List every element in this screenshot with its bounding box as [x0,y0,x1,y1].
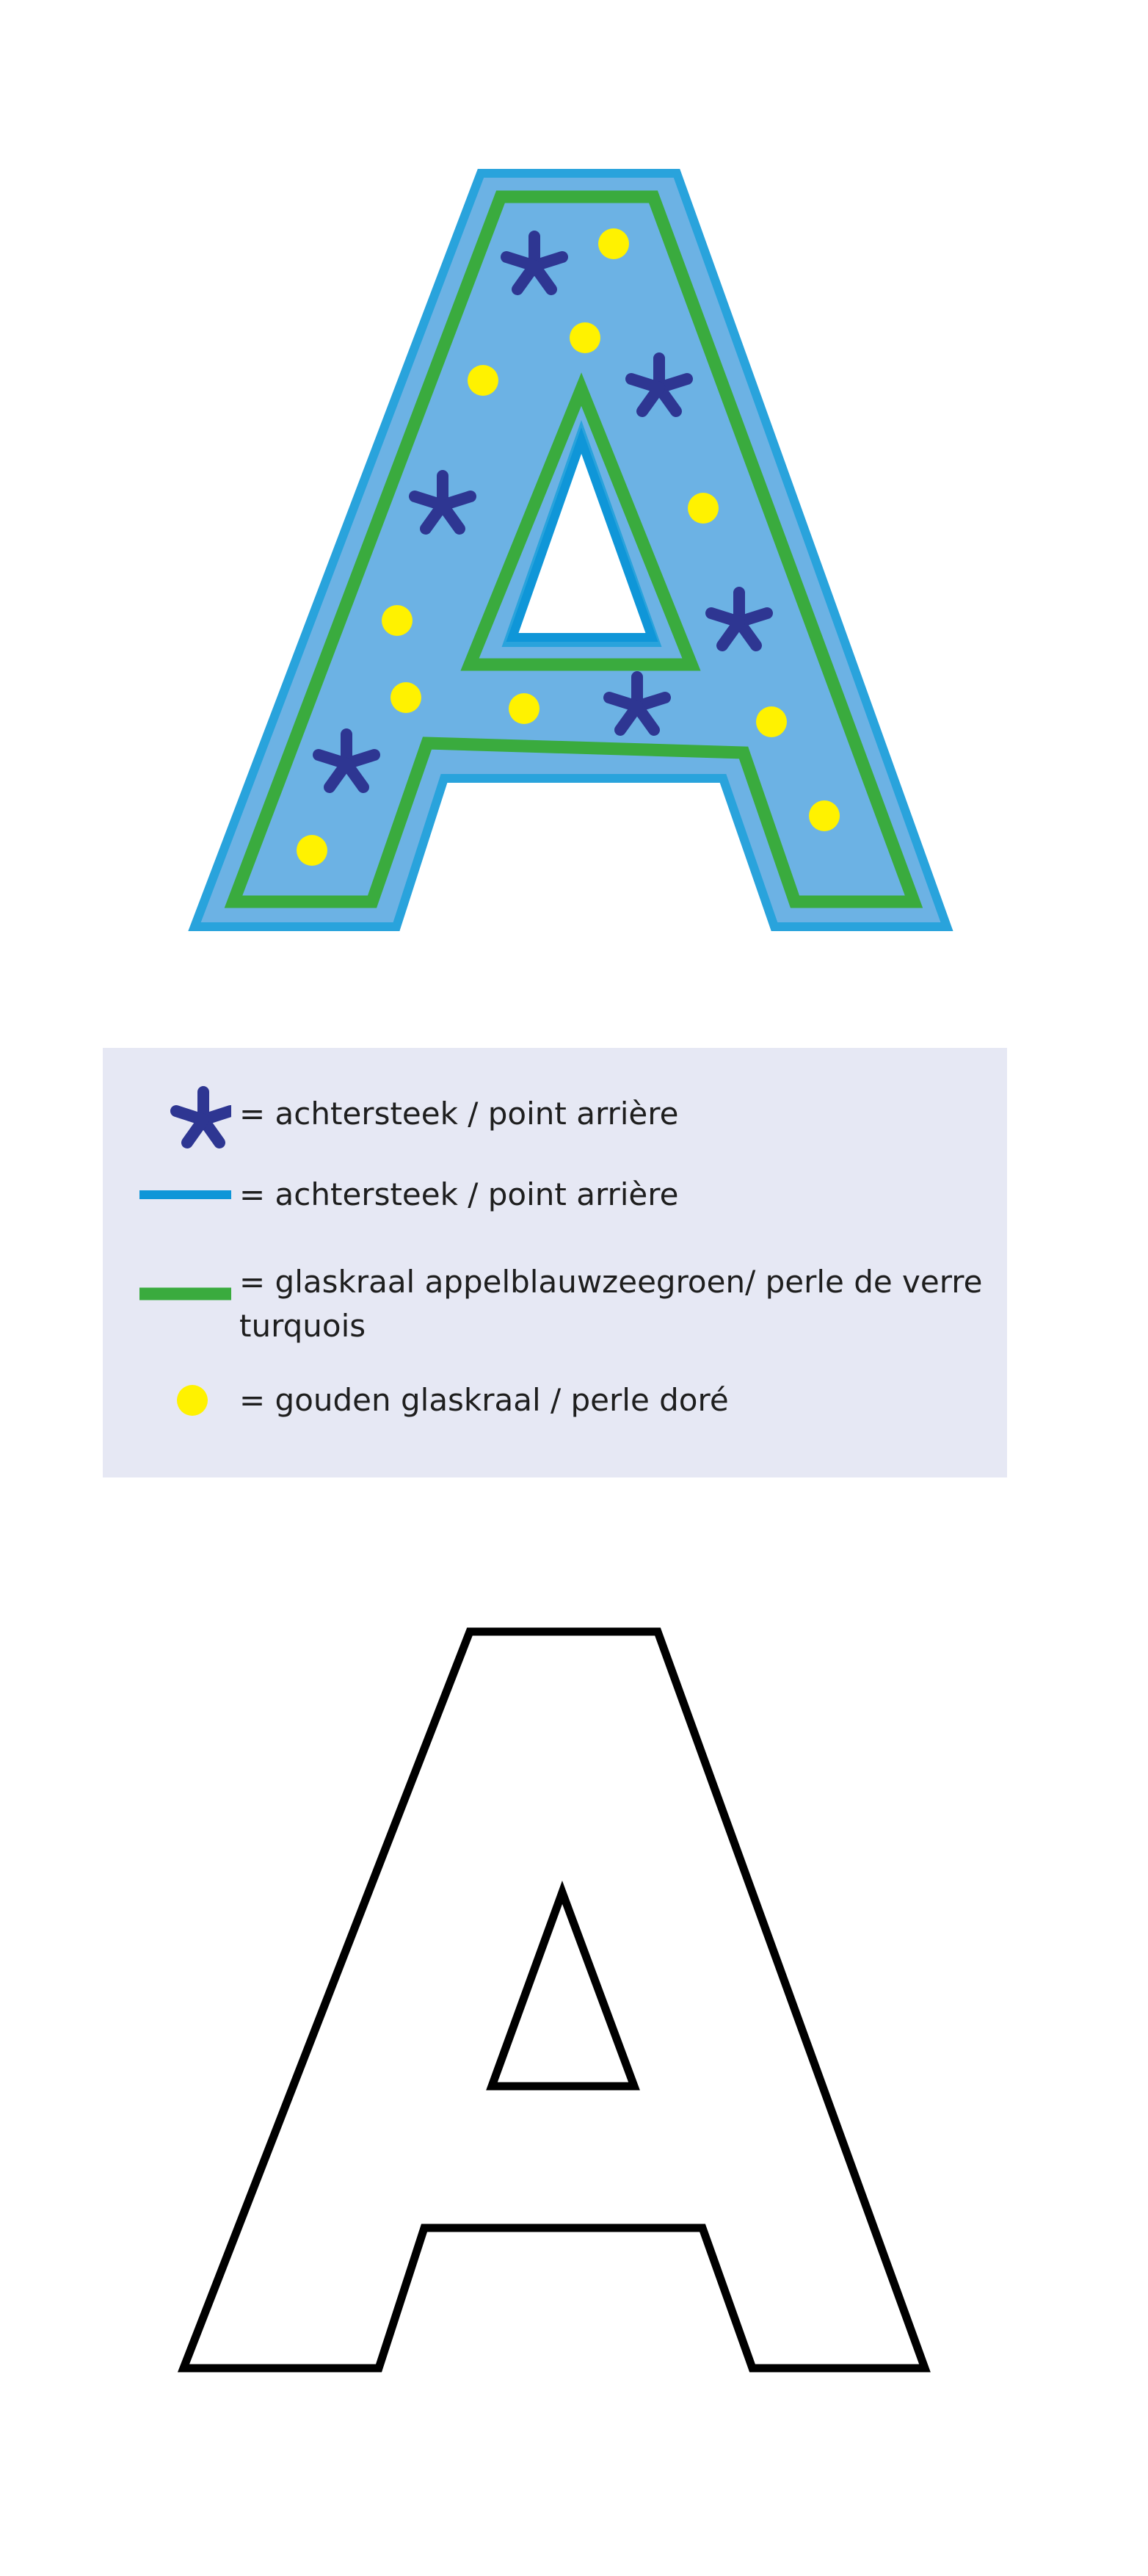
green-bead-outline [224,190,923,908]
gold-bead-dot [468,365,498,396]
gold-bead-dot [809,800,840,831]
blank-letter-a-outline [177,1627,931,2373]
gold-bead-dot [688,493,719,524]
legend-panel: = achtersteek / point arrière = achterst… [103,1048,1007,1477]
star-stitch-icon [705,587,773,651]
gold-bead-dot [297,835,327,866]
star-stitch-icon [603,671,671,736]
star-stitch-icon [170,1086,231,1148]
gold-bead-dot [756,706,787,737]
embroidery-pattern-letter-a [188,169,953,931]
star-stitch-icon [313,728,380,793]
legend-item-label: = achtersteek / point arrière [239,1176,679,1212]
blue-backstitch-inner-triangle [506,427,658,642]
star-stitch-icon [409,470,476,535]
legend-item-label: = achtersteek / point arrière [239,1096,679,1132]
star-stitch-icon [501,231,568,295]
gold-bead-dot [390,682,421,713]
gold-bead-dot [509,693,540,724]
legend-item-label: = glaskraal appelblauwzeegroen/ perle de… [239,1264,983,1344]
gold-bead-dot [382,605,413,636]
blue-line-icon [139,1190,231,1199]
legend-item-label: = gouden glaskraal / perle doré [239,1382,729,1418]
green-bead-inner-triangle [460,372,701,671]
green-line-icon [139,1287,231,1300]
gold-bead-dot [570,322,600,353]
letter-a-outline [177,1627,931,2373]
gold-bead-dot [598,228,629,259]
yellow-dot-icon [177,1385,208,1416]
star-stitch-icon [625,352,693,417]
